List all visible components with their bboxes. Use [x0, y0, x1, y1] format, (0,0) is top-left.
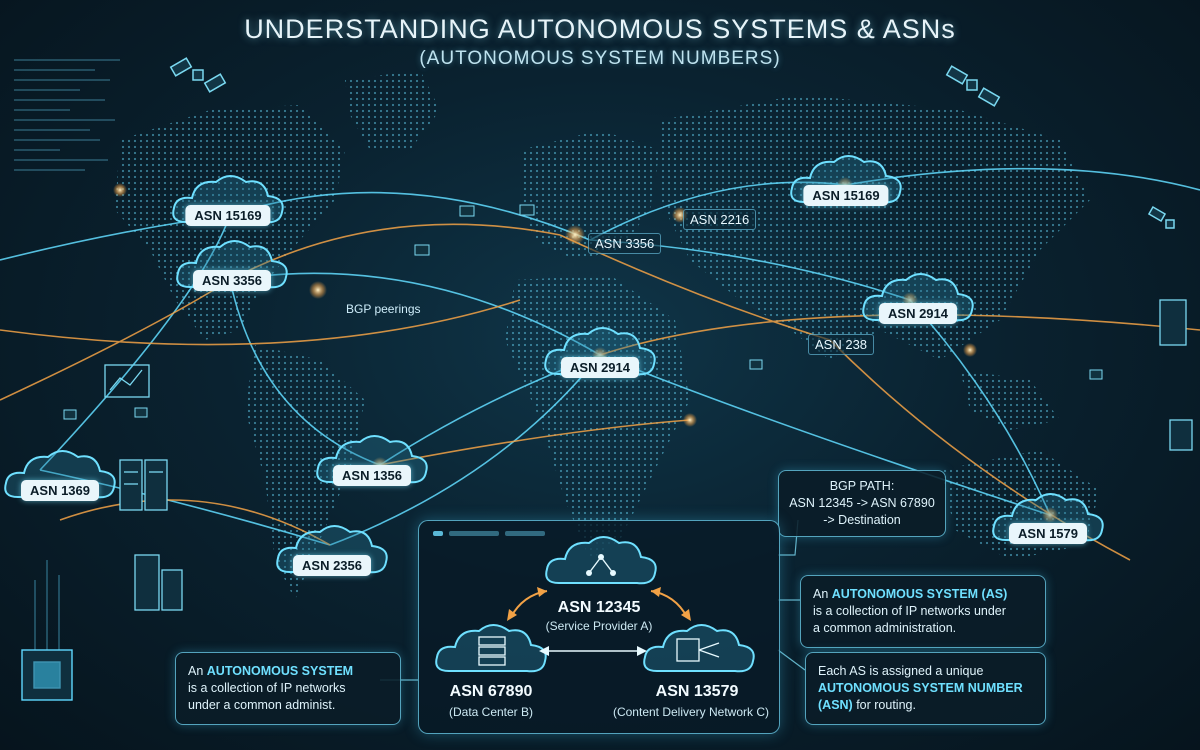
- page-subtitle: (AUTONOMOUS SYSTEM NUMBERS): [419, 48, 781, 69]
- code-lines: [14, 59, 120, 171]
- callout-right-pre: An: [813, 587, 832, 601]
- cloud-label: ASN 2356: [293, 555, 371, 576]
- chart-monitor-icon: [104, 364, 150, 398]
- continents: [115, 70, 1100, 600]
- callout-asn-assignment: Each AS is assigned a unique AUTONOMOUS …: [805, 652, 1046, 725]
- continent-south-america: [245, 345, 365, 600]
- packet-icons: [63, 204, 1103, 420]
- asn-relationship-panel: ASN 12345 (Service Provider A) ASN 67890…: [418, 520, 780, 734]
- cloud-icon: [643, 624, 755, 673]
- server-rack-icon: [119, 459, 168, 511]
- server-rack-icon: [134, 554, 183, 611]
- bgp-path-heading: BGP PATH:: [829, 479, 895, 493]
- panel-left-sub: (Data Center B): [448, 705, 534, 719]
- callout-asn-post: for routing.: [852, 697, 916, 712]
- panel-dot: [433, 531, 443, 536]
- continent-se-asia: [960, 370, 1060, 430]
- panel-right-asn: ASN 13579: [655, 683, 739, 700]
- asn-tag-3356-europe: ASN 3356: [588, 233, 662, 254]
- satellite-icon: [169, 57, 227, 93]
- cloud-asn-1356: ASN 1356: [312, 430, 432, 494]
- cloud-icon: [435, 624, 547, 673]
- cloud-label: ASN 2914: [561, 357, 639, 378]
- cloud-asn-1579: ASN 1579: [988, 488, 1108, 552]
- cloud-asn-3356-west: ASN 3356: [172, 235, 292, 299]
- chip-icon: [21, 560, 73, 701]
- cloud-label: ASN 15169: [185, 205, 271, 226]
- panel-left-asn: ASN 67890: [449, 683, 533, 700]
- callout-right-line3: a common administration.: [813, 620, 957, 635]
- cloud-asn-2914-asia: ASN 2914: [858, 268, 978, 332]
- orange-routes: [0, 223, 1200, 561]
- server-rack-icon: [1169, 419, 1193, 451]
- callout-right-highlight: AUTONOMOUS SYSTEM (AS): [831, 587, 1008, 601]
- continent-greenland: [345, 70, 440, 150]
- cloud-label: ASN 1356: [333, 465, 411, 486]
- cloud-asn-2914-africa: ASN 2914: [540, 322, 660, 386]
- callout-right-line2: is a collection of IP networks under: [813, 603, 1006, 618]
- cloud-label: ASN 15169: [803, 185, 889, 206]
- panel-top-asn: ASN 12345: [557, 599, 641, 616]
- callout-left-line2: is a collection of IP networks: [188, 680, 346, 695]
- satellite-icon: [1147, 206, 1175, 229]
- bgp-peerings-label: BGP peerings: [346, 302, 421, 316]
- page-title: UNDERSTANDING AUTONOMOUS SYSTEMS & ASNs: [244, 14, 956, 44]
- cloud-asn-15169-west: ASN 15169: [168, 170, 288, 234]
- callout-asn-highlight2: (ASN): [818, 697, 853, 712]
- server-rack-icon: [1159, 299, 1187, 346]
- satellite-icon: [945, 65, 1001, 107]
- panel-dot: [449, 531, 499, 536]
- continent-asia: [660, 95, 1090, 360]
- cloud-asn-1369: ASN 1369: [0, 445, 120, 509]
- callout-left-highlight: AUTONOMOUS SYSTEM: [206, 664, 354, 678]
- cloud-asn-15169-east: ASN 15169: [786, 150, 906, 214]
- bgp-path-line1: ASN 12345 -> ASN 67890: [789, 495, 935, 510]
- cloud-asn-2356: ASN 2356: [272, 520, 392, 584]
- cloud-icon: [545, 536, 657, 585]
- callout-right-definition: An AUTONOMOUS SYSTEM (AS) is a collectio…: [800, 575, 1046, 648]
- callout-left-definition: An AUTONOMOUS SYSTEM is a collection of …: [175, 652, 401, 725]
- bgp-path-callout: BGP PATH: ASN 12345 -> ASN 67890 -> Dest…: [778, 470, 946, 537]
- panel-top-sub: (Service Provider A): [545, 619, 653, 633]
- callout-left-pre: An: [188, 664, 207, 678]
- asn-tag-2216: ASN 2216: [683, 209, 757, 230]
- cloud-label: ASN 2914: [879, 303, 957, 324]
- callout-asn-line1: Each AS is assigned a unique: [818, 664, 984, 678]
- panel-dot: [505, 531, 545, 536]
- asn-tag-238: ASN 238: [808, 334, 875, 355]
- cloud-label: ASN 1579: [1009, 523, 1087, 544]
- bgp-path-line2: -> Destination: [823, 512, 901, 527]
- panel-right-sub: (Content Delivery Network C): [612, 705, 770, 719]
- cloud-label: ASN 3356: [193, 270, 271, 291]
- cloud-label: ASN 1369: [21, 480, 99, 501]
- callout-asn-highlight1: AUTONOMOUS SYSTEM NUMBER: [818, 680, 1023, 695]
- continent-europe: [520, 130, 660, 260]
- continent-africa: [505, 275, 690, 560]
- panel-graphics: [435, 536, 755, 673]
- callout-left-line3: under a common administ.: [188, 697, 336, 712]
